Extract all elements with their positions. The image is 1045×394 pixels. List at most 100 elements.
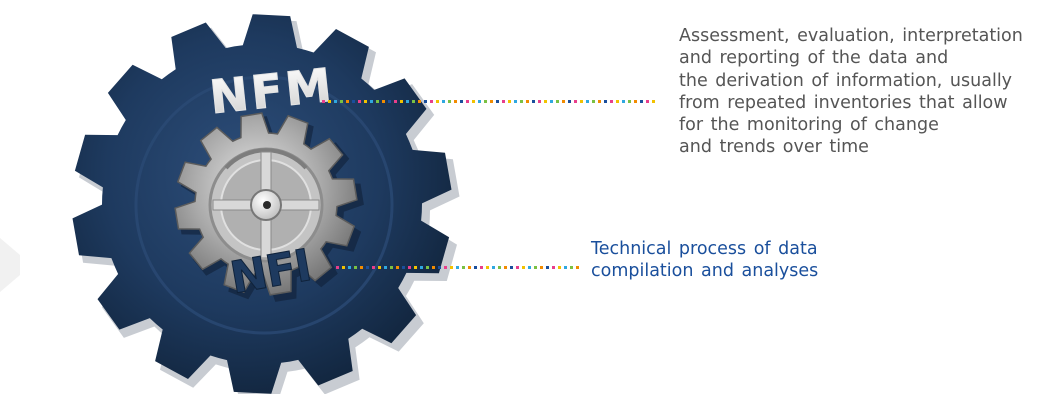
connector-dot (574, 100, 577, 103)
connector-dot (484, 100, 487, 103)
connector-dot (532, 100, 535, 103)
connector-dot (454, 100, 457, 103)
connector-dot (334, 100, 337, 103)
connector-dot (498, 266, 501, 269)
connector-dot (370, 100, 373, 103)
connector-dot (348, 266, 351, 269)
connector-dot (472, 100, 475, 103)
connector-dot (486, 266, 489, 269)
connector-dot (358, 100, 361, 103)
connector-dot (402, 266, 405, 269)
connector-dot (508, 100, 511, 103)
connector-dot (510, 266, 513, 269)
connector-dot (426, 266, 429, 269)
connector-dot (558, 266, 561, 269)
connector-dot (384, 266, 387, 269)
connector-dot (322, 100, 325, 103)
connector-dot (382, 100, 385, 103)
connector-dot (336, 266, 339, 269)
connector-dot (628, 100, 631, 103)
connector-dot (450, 266, 453, 269)
connector-dot (580, 100, 583, 103)
connector-dot (610, 100, 613, 103)
connector-dot (360, 266, 363, 269)
nfm-description-line: and reporting of the data and (679, 48, 949, 69)
connector-dot (442, 100, 445, 103)
connector-dot (432, 266, 435, 269)
connector-dot (652, 100, 655, 103)
nfm-description: Assessment, evaluation, interpretation a… (679, 25, 1023, 159)
connector-dot (604, 100, 607, 103)
connector-dot (456, 266, 459, 269)
connector-dot (564, 266, 567, 269)
connector-dot (640, 100, 643, 103)
connector-dot (460, 100, 463, 103)
connector-dot (342, 266, 345, 269)
connector-dot (646, 100, 649, 103)
connector-dot (528, 266, 531, 269)
connector-dot (576, 266, 579, 269)
connector-dot (396, 266, 399, 269)
connector-dot (466, 100, 469, 103)
hub-axle (263, 201, 271, 209)
connector-dot (562, 100, 565, 103)
connector-dot (412, 100, 415, 103)
inner-wheel (208, 147, 324, 263)
nfi-description-line: compilation and analyses (591, 261, 819, 282)
connector-dot (430, 100, 433, 103)
connector-dot (550, 100, 553, 103)
nfm-description-line: Assessment, evaluation, interpretation (679, 26, 1023, 46)
connector-dot (406, 100, 409, 103)
connector-dot (408, 266, 411, 269)
connector-dot (520, 100, 523, 103)
connector-dot (394, 100, 397, 103)
connector-dot (534, 266, 537, 269)
connector-dot (516, 266, 519, 269)
connector-dot (400, 100, 403, 103)
connector-dot (378, 266, 381, 269)
connector-dot (366, 266, 369, 269)
connector-dot (376, 100, 379, 103)
connector-dot (504, 266, 507, 269)
nfm-label: NFM (207, 58, 337, 125)
left-edge-shape (0, 238, 20, 292)
connector-dot (616, 100, 619, 103)
connector-dot (540, 266, 543, 269)
connector-dot (522, 266, 525, 269)
nfm-description-line: for the monitoring of change (679, 115, 939, 136)
connector-dot (546, 266, 549, 269)
connector-dot (480, 266, 483, 269)
connector-dot (462, 266, 465, 269)
connector-dot (390, 266, 393, 269)
connector-dot (568, 100, 571, 103)
connector-dot (570, 266, 573, 269)
nfi-connector-line (336, 266, 579, 269)
connector-dot (444, 266, 447, 269)
connector-dot (340, 100, 343, 103)
connector-dot (478, 100, 481, 103)
connector-dot (634, 100, 637, 103)
connector-dot (420, 266, 423, 269)
connector-dot (598, 100, 601, 103)
connector-dot (388, 100, 391, 103)
connector-dot (622, 100, 625, 103)
connector-dot (364, 100, 367, 103)
outer-gear-inner-ring (134, 75, 394, 335)
connector-dot (552, 266, 555, 269)
connector-dot (514, 100, 517, 103)
connector-dot (352, 100, 355, 103)
connector-dot (328, 100, 331, 103)
connector-dot (438, 266, 441, 269)
connector-dot (418, 100, 421, 103)
connector-dot (468, 266, 471, 269)
connector-dot (526, 100, 529, 103)
connector-dot (490, 100, 493, 103)
connector-dot (474, 266, 477, 269)
nfm-description-line: from repeated inventories that allow (679, 92, 1008, 113)
connector-dot (496, 100, 499, 103)
connector-dot (448, 100, 451, 103)
connector-dot (372, 266, 375, 269)
nfi-description: Technical process of data compilation an… (591, 238, 818, 283)
connector-dot (346, 100, 349, 103)
connector-dot (586, 100, 589, 103)
